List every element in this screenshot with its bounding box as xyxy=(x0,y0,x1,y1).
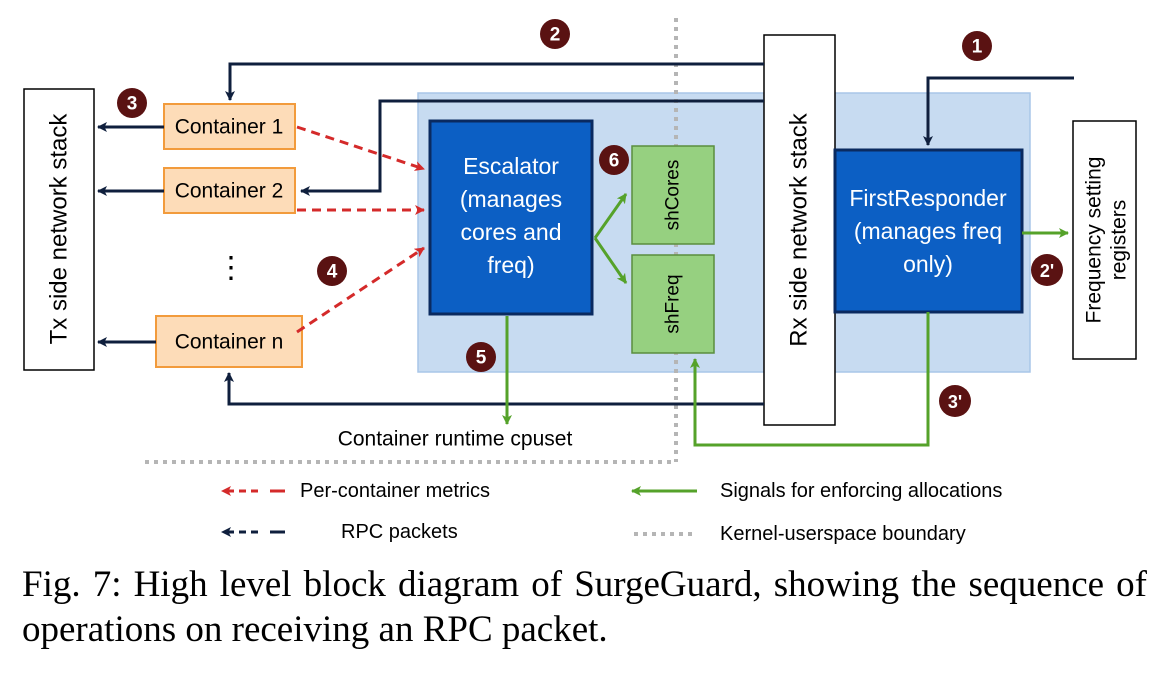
signal-arrows xyxy=(502,193,1069,447)
svg-text:6: 6 xyxy=(609,151,620,172)
legend-rpc-label: RPC packets xyxy=(341,521,458,543)
legend-boundary: Kernel-userspace boundary xyxy=(634,523,966,545)
legend-signals-label: Signals for enforcing allocations xyxy=(720,480,1002,502)
legend-signals: Signals for enforcing allocations xyxy=(631,480,1002,502)
legend-metrics-label: Per-container metrics xyxy=(300,480,490,502)
step-badge-5: 5 xyxy=(466,342,496,372)
rpc-arrow-ingress-to-firstresponder xyxy=(923,76,1074,146)
firstresponder-label-line2: (manages freq xyxy=(854,218,1002,244)
container-1-label: Container 1 xyxy=(175,116,284,139)
step-badge-4: 4 xyxy=(317,256,347,286)
svg-text:1: 1 xyxy=(972,37,983,58)
shcores-box: shCores xyxy=(631,145,715,245)
shfreq-label: shFreq xyxy=(663,274,684,333)
step-badge-2: 2 xyxy=(540,19,570,49)
container-n-label: Container n xyxy=(175,331,284,354)
container-2: Container 2 xyxy=(163,167,296,214)
tx-network-stack: Tx side network stack xyxy=(23,88,95,371)
shfreq-box: shFreq xyxy=(631,254,715,354)
firstresponder-label-line1: FirstResponder xyxy=(849,185,1007,211)
step-badge-3-prime: 3' xyxy=(939,385,971,417)
metrics-arrow-container-1 xyxy=(296,125,425,171)
shcores-label: shCores xyxy=(663,160,684,231)
container-n: Container n xyxy=(155,315,303,368)
metrics-arrow-container-n xyxy=(296,246,425,334)
surgeguard-block-diagram: Tx side network stack Rx side network st… xyxy=(23,18,1137,545)
frequency-registers: Frequency setting registers xyxy=(1072,120,1137,360)
firstresponder-box: FirstResponder (manages freq only) xyxy=(833,148,1024,314)
frequency-registers-label-line2: registers xyxy=(1108,200,1131,281)
rpc-arrow-to-container-2 xyxy=(300,99,764,196)
escalator-label-line3: cores and xyxy=(460,219,561,245)
escalator-label-line1: Escalator xyxy=(463,153,559,179)
svg-text:2: 2 xyxy=(550,25,561,46)
svg-text:3': 3' xyxy=(948,392,962,412)
step-badge-3: 3 xyxy=(117,88,147,118)
rx-network-stack: Rx side network stack xyxy=(763,34,836,426)
frequency-registers-label-line1: Frequency setting xyxy=(1083,157,1106,324)
signal-arrow-escalator-to-shfreq xyxy=(593,237,628,284)
svg-text:5: 5 xyxy=(476,348,487,369)
rpc-arrow-to-container-n xyxy=(224,372,764,406)
tx-network-stack-label: Tx side network stack xyxy=(46,113,73,345)
escalator-label-line4: freq) xyxy=(487,252,534,278)
cpuset-label: Container runtime cpuset xyxy=(338,428,573,451)
legend: Per-container metrics RPC packets Signal… xyxy=(221,480,1002,545)
svg-text:2': 2' xyxy=(1040,261,1054,281)
kernel-userspace-boundary xyxy=(145,18,678,464)
step-badge-6: 6 xyxy=(599,145,629,175)
svg-text:3: 3 xyxy=(127,94,138,115)
rx-network-stack-label: Rx side network stack xyxy=(786,112,813,346)
step-badge-1: 1 xyxy=(962,31,992,61)
signal-arrow-firstresponder-to-shfreq xyxy=(690,312,930,447)
rpc-arrow-to-container-1 xyxy=(225,62,764,101)
signal-arrow-escalator-to-shcores xyxy=(593,193,628,239)
legend-boundary-label: Kernel-userspace boundary xyxy=(720,523,966,545)
legend-metrics: Per-container metrics xyxy=(221,480,490,502)
container-2-label: Container 2 xyxy=(175,180,284,203)
step-badge-2-prime: 2' xyxy=(1031,254,1063,286)
firstresponder-label-line3: only) xyxy=(903,251,953,277)
legend-rpc: RPC packets xyxy=(221,521,458,543)
escalator-box: Escalator (manages cores and freq) xyxy=(428,119,594,316)
container-1: Container 1 xyxy=(163,103,296,150)
metrics-arrows xyxy=(296,125,425,334)
figure-caption: Fig. 7: High level block diagram of Surg… xyxy=(22,564,1147,650)
svg-text:4: 4 xyxy=(327,262,338,283)
escalator-label-line2: (manages xyxy=(460,186,562,212)
rpc-arrows xyxy=(97,62,1074,406)
container-ellipsis: ⋮ xyxy=(216,252,246,285)
